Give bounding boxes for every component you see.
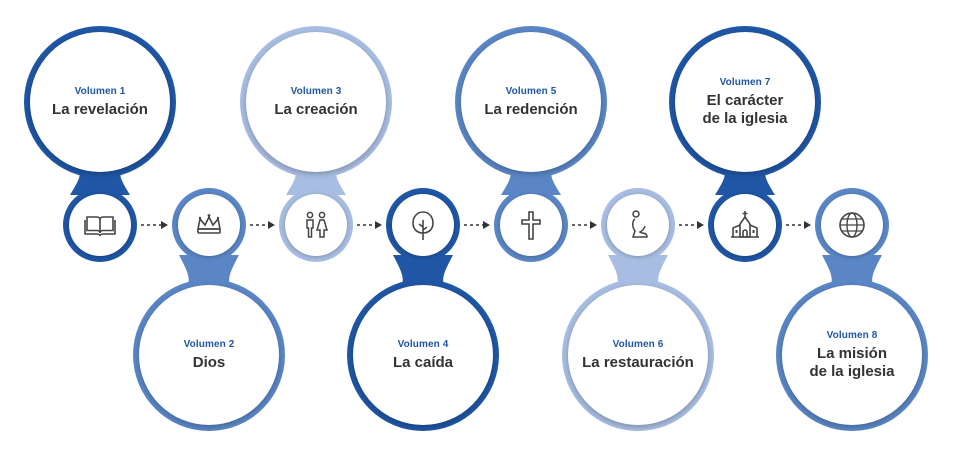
- volume-title: La caída: [392, 353, 454, 371]
- volume-title: La restauración: [582, 353, 694, 371]
- icon-circle: [392, 194, 454, 256]
- church-icon: [731, 211, 759, 238]
- globe-icon: [839, 212, 865, 238]
- cross-icon: [521, 211, 541, 240]
- dashed-arrow: [464, 221, 490, 229]
- icon-circle: [178, 194, 240, 256]
- icon-circle: [69, 194, 131, 256]
- icon-circle: [607, 194, 669, 256]
- volume-number: Volumen 7: [719, 76, 771, 88]
- volume-circle: Volumen 2 Dios: [139, 285, 279, 425]
- volume-circle: Volumen 1 La revelación: [30, 32, 170, 172]
- volume-title: La revelación: [52, 100, 148, 118]
- tree-icon: [412, 211, 434, 240]
- dashed-arrow: [250, 221, 275, 229]
- volume-circle: Volumen 4 La caída: [353, 285, 493, 425]
- volume-circle: Volumen 6 La restauración: [568, 285, 708, 425]
- icon-circle: [500, 194, 562, 256]
- icon-circle: [714, 194, 776, 256]
- volume-number: Volumen 3: [290, 85, 342, 97]
- volume-number: Volumen 5: [505, 85, 557, 97]
- volume-number: Volumen 2: [183, 338, 235, 350]
- people-icon: [306, 211, 329, 238]
- icon-circle: [285, 194, 347, 256]
- volume-number: Volumen 1: [74, 85, 126, 97]
- dashed-arrow: [572, 221, 597, 229]
- dashed-arrow: [679, 221, 704, 229]
- dashed-arrow: [357, 221, 382, 229]
- volume-number: Volumen 4: [397, 338, 449, 350]
- volume-title: La misión: [816, 344, 887, 362]
- volume-number: Volumen 8: [826, 329, 878, 341]
- volume-title: La creación: [274, 100, 358, 118]
- volume-title: Dios: [192, 353, 226, 371]
- dashed-arrow: [786, 221, 811, 229]
- crown-icon: [197, 214, 221, 234]
- volume-title: de la iglesia: [702, 109, 788, 127]
- volume-title: La redención: [484, 100, 578, 118]
- volume-circle: Volumen 3 La creación: [246, 32, 386, 172]
- volume-title: El carácter: [706, 91, 784, 109]
- volume-circle: Volumen 5 La redención: [461, 32, 601, 172]
- dashed-arrow: [141, 221, 168, 229]
- icon-circle: [821, 194, 883, 256]
- kneeling-person-icon: [631, 210, 648, 238]
- book-icon: [84, 216, 116, 237]
- volume-title: de la iglesia: [809, 362, 895, 380]
- volume-number: Volumen 6: [612, 338, 664, 350]
